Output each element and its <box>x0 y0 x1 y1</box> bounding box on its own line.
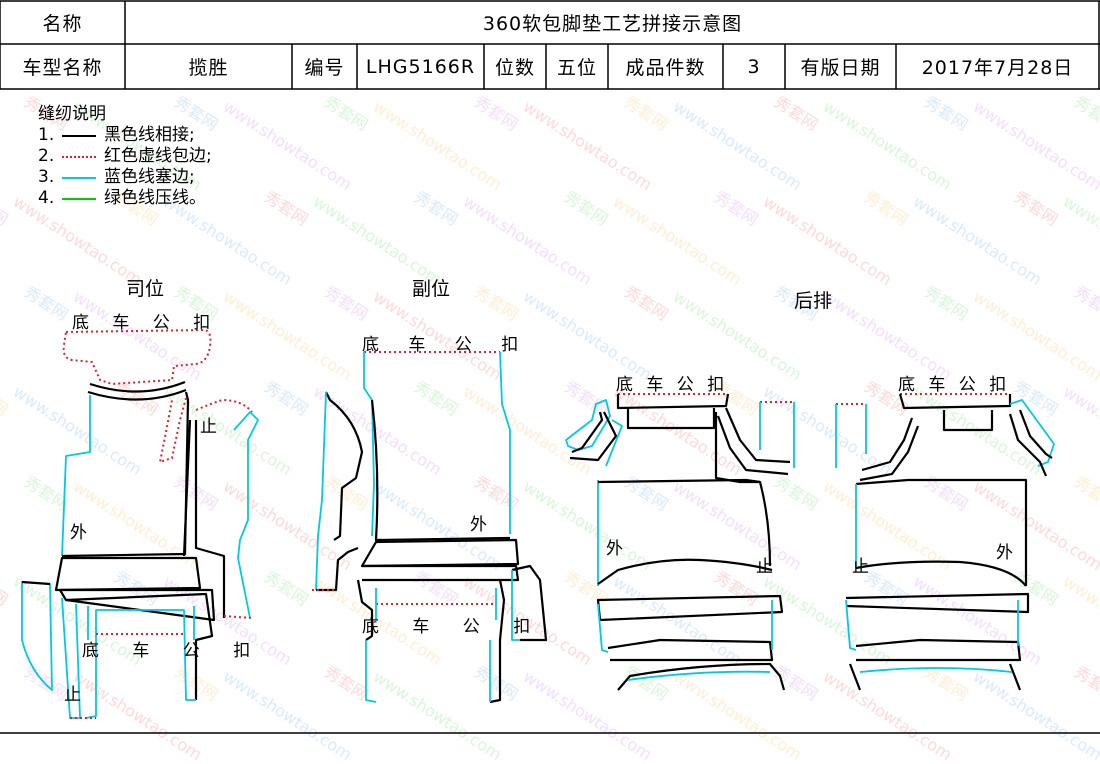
outer-label: 外 <box>470 515 487 535</box>
stop-label: 止 <box>200 417 217 437</box>
name-label: 名称 <box>42 13 83 35</box>
legend-text: 绿色线压线。 <box>104 188 206 208</box>
pattern-drawings: .k{stroke:#000;stroke-width:2.2;fill:non… <box>21 328 1055 719</box>
stop-label: 止 <box>852 557 869 577</box>
legend-item: 2. 红色虚线包边; <box>38 146 212 167</box>
black-line-swatch <box>62 134 96 137</box>
section-passenger: 副位 <box>412 278 451 300</box>
outer-label: 外 <box>606 539 623 559</box>
legend-item: 1. 黑色线相接; <box>38 125 212 146</box>
blue-line-swatch <box>62 176 96 179</box>
model-label: 车型名称 <box>22 57 103 79</box>
driver-mat-pattern <box>21 328 259 719</box>
clip-label: 底 车 公 扣 <box>898 375 1011 395</box>
outer-label: 外 <box>996 543 1013 563</box>
legend-item: 3. 蓝色线塞边; <box>38 167 212 188</box>
outer-label: 外 <box>70 523 87 543</box>
pieces-label: 成品件数 <box>625 57 706 79</box>
green-line-swatch <box>62 197 96 200</box>
legend-num: 3. <box>38 167 55 187</box>
clip-label: 底 车 公 扣 <box>82 641 265 661</box>
date-label: 有版日期 <box>800 57 881 79</box>
rear-mat-pattern-left <box>565 393 795 691</box>
legend-num: 1. <box>38 125 55 145</box>
clip-label: 底 车 公 扣 <box>362 617 545 637</box>
red-dotted-line-swatch <box>62 155 96 158</box>
header-table-grid <box>0 0 1100 734</box>
section-driver: 司位 <box>126 278 165 300</box>
section-rear: 后排 <box>794 290 833 312</box>
clip-label: 底 车 公 扣 <box>616 375 729 395</box>
date-value: 2017年7月28日 <box>921 57 1074 79</box>
model-value: 揽胜 <box>188 57 229 79</box>
legend-text: 蓝色线塞边; <box>104 167 195 187</box>
legend-item: 4. 绿色线压线。 <box>38 188 212 209</box>
stop-label: 止 <box>64 685 81 705</box>
stop-label: 止 <box>756 557 773 577</box>
code-label: 编号 <box>304 57 345 79</box>
passenger-mat-pattern <box>312 351 548 704</box>
seats-value: 五位 <box>556 57 597 79</box>
legend-title: 缝纫说明 <box>38 104 106 124</box>
page-title: 360软包脚垫工艺拼接示意图 <box>482 13 743 35</box>
legend-text: 红色虚线包边; <box>104 146 212 166</box>
sewing-legend: 缝纫说明 1. 黑色线相接; 2. 红色虚线包边; 3. 蓝色线塞边; 4. 绿… <box>38 104 212 209</box>
clip-label: 底 车 公 扣 <box>362 335 531 355</box>
legend-num: 2. <box>38 146 55 166</box>
clip-label: 底 车 公 扣 <box>72 313 220 333</box>
pieces-value: 3 <box>747 55 761 78</box>
legend-num: 4. <box>38 188 55 208</box>
rear-mat-pattern-right <box>835 393 1055 691</box>
seats-label: 位数 <box>494 57 535 79</box>
code-value: LHG5166R <box>365 55 476 78</box>
legend-text: 黑色线相接; <box>104 125 195 145</box>
